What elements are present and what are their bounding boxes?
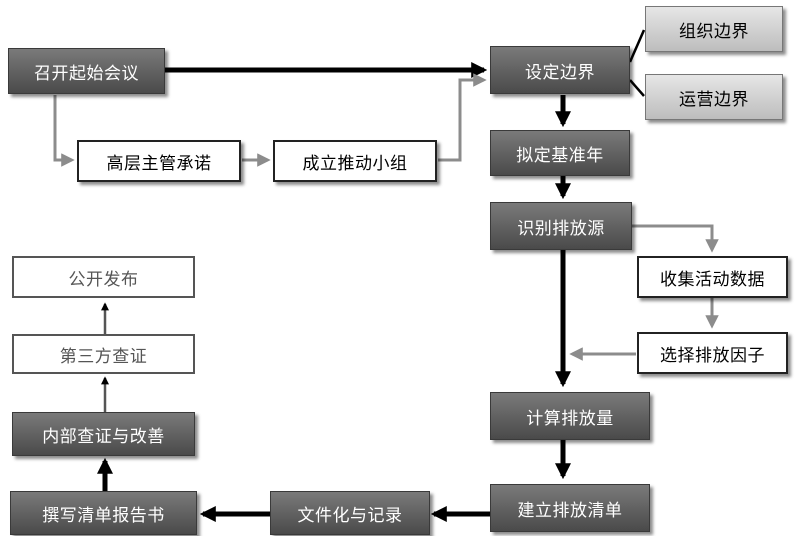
set-boundary-box: 设定边界 [490,46,630,94]
identify-sources-box: 识别排放源 [490,202,632,250]
commitment-label: 高层主管承诺 [106,153,212,174]
ops-boundary-box: 运营边界 [645,74,783,120]
arrow-identify-to-collect [632,224,719,253]
arrow-team-to-set-boundary [438,73,487,162]
commitment-box: 高层主管承诺 [77,140,241,182]
line-to-ops-boundary [629,79,645,97]
third-party-verify-box: 第三方查证 [12,334,195,374]
line-to-org-boundary [628,29,646,63]
team-box: 成立推动小组 [273,140,437,182]
select-factors-box: 选择排放因子 [637,332,788,374]
write-report-label: 撰写清单报告书 [42,505,165,526]
org-boundary-box: 组织边界 [645,6,783,52]
write-report-box: 撰写清单报告书 [10,491,197,535]
calc-emissions-box: 计算排放量 [490,392,650,440]
kickoff-meeting-box: 召开起始会议 [8,48,165,94]
select-factors-label: 选择排放因子 [660,345,765,366]
publish-label: 公开发布 [68,269,139,290]
collect-data-label: 收集活动数据 [660,269,765,290]
ops-boundary-label: 运营边界 [679,89,749,110]
base-year-box: 拟定基准年 [490,130,630,176]
internal-verify-box: 内部查证与改善 [12,412,195,456]
build-inventory-label: 建立排放清单 [517,500,623,521]
internal-verify-label: 内部查证与改善 [42,426,165,447]
team-label: 成立推动小组 [302,153,408,174]
publish-box: 公开发布 [12,256,195,298]
third-party-verify-label: 第三方查证 [59,346,148,367]
collect-data-box: 收集活动数据 [637,256,788,298]
arrow-kickoff-to-commitment [53,95,75,167]
identify-sources-label: 识别排放源 [517,218,605,239]
org-boundary-label: 组织边界 [679,21,749,42]
build-inventory-box: 建立排放清单 [490,484,650,532]
kickoff-meeting-label: 召开起始会议 [34,63,139,84]
set-boundary-label: 设定边界 [525,62,595,83]
base-year-label: 拟定基准年 [516,145,604,166]
calc-emissions-label: 计算排放量 [526,408,614,429]
documentation-box: 文件化与记录 [270,491,430,535]
documentation-label: 文件化与记录 [297,505,403,526]
